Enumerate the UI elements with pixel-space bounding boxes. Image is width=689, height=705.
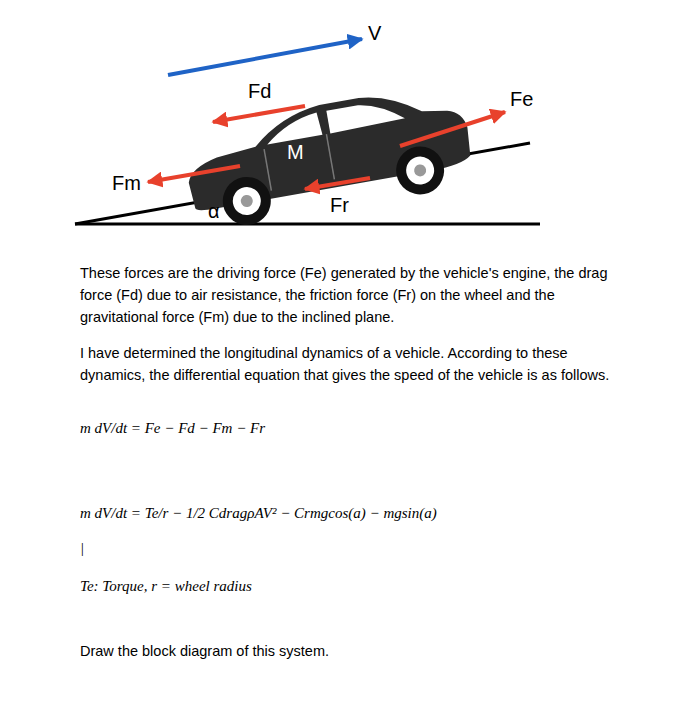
gravity-force-arrow <box>148 166 240 182</box>
mass-label: M <box>287 141 304 164</box>
force-label: Fe <box>510 88 533 111</box>
paragraph-text: These forces are the driving force (Fe) … <box>80 262 610 328</box>
engine-force-arrow <box>400 112 505 146</box>
paragraph-text: I have determined the longitudinal dynam… <box>80 342 610 386</box>
ground-line <box>75 223 540 226</box>
cursor-mark: | <box>80 540 84 557</box>
drag-force-arrow <box>213 106 305 122</box>
velocity-arrow <box>168 39 362 75</box>
car-body <box>179 80 477 234</box>
force-label: Fd <box>248 80 271 103</box>
angle-label: α <box>208 200 220 223</box>
note-text: Te: Torque, r = wheel radius <box>80 578 252 595</box>
velocity-label: V <box>368 22 381 45</box>
force-label: Fr <box>330 194 349 217</box>
equation-text: m dV/dt = Te/r − 1/2 CdragρAV² − Crmgcos… <box>80 505 437 522</box>
equation-text: m dV/dt = Fe − Fd − Fm − Fr <box>80 420 265 437</box>
friction-force-arrow <box>305 178 370 189</box>
instruction-text: Draw the block diagram of this system. <box>80 640 610 662</box>
force-label: Fm <box>112 172 141 195</box>
